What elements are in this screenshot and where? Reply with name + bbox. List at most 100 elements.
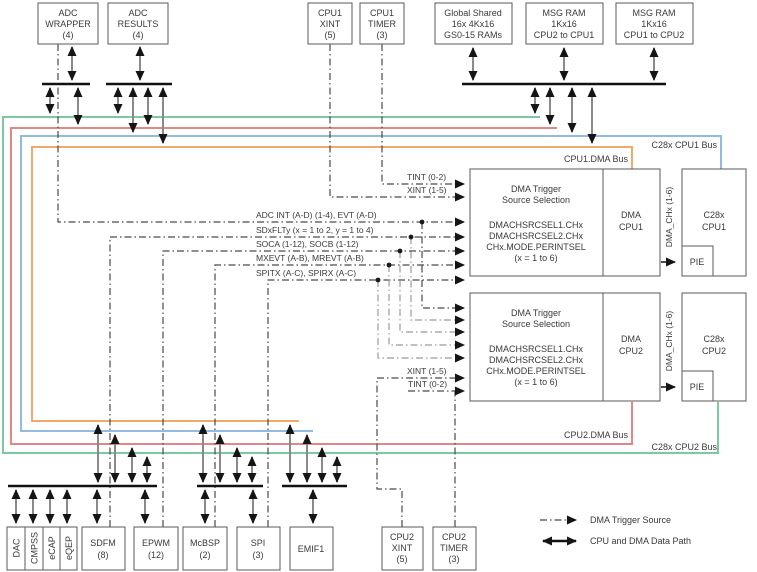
box-global-shared-line: 16x 4Kx16 — [452, 19, 495, 29]
trigger-line-xint-cpu1 — [329, 44, 465, 202]
data-path-arrows-bottom — [11, 424, 342, 524]
trigger-line-mcbsp — [214, 260, 465, 527]
label-soca: SOCA (1-12), SOCB (1-12) — [256, 239, 359, 249]
trigger-branch-spi-cpu2 — [377, 280, 465, 363]
dma-cpu1-label: DMA — [621, 210, 641, 220]
dma-cpu2-label: DMA — [621, 334, 641, 344]
box-adc-wrapper — [37, 2, 99, 45]
cpu1-dma-block: DMA Trigger Source Selection DMACHSRCSEL… — [469, 168, 747, 277]
box-cpu1-xint-line: (5) — [325, 30, 336, 40]
bus-c28x-cpu1 — [20, 135, 722, 432]
bus-cpu1-dma — [31, 146, 633, 422]
c28x-cpu1-label: CPU1 — [702, 222, 726, 232]
box-msg-ram-cpu1-to-cpu2 — [615, 2, 694, 45]
cpu2-xint-label: CPU2 — [390, 532, 414, 542]
trigger-line-tint-cpu2 — [454, 386, 465, 527]
box-cpu2-xint — [381, 526, 424, 571]
label-tint-cpu2: TINT (0-2) — [408, 379, 447, 389]
junction-dot — [375, 277, 381, 283]
trigger-line-adcint — [57, 44, 465, 227]
pie-cpu2-label: PIE — [690, 382, 705, 392]
epwm-label: EPWM — [142, 538, 170, 548]
box-epwm — [133, 526, 179, 571]
label-c28x-cpu1-bus: C28x CPU1 Bus — [651, 140, 717, 150]
mcbsp-label: McBSP — [190, 538, 220, 548]
dac-label: DAC — [12, 538, 22, 558]
label-xint-cpu1: XINT (1-5) — [407, 185, 447, 195]
trigger-line-spi — [267, 275, 465, 527]
spi-label: SPI — [251, 538, 266, 548]
junction-dot — [397, 248, 403, 254]
legend-datapath-label: CPU and DMA Data Path — [590, 536, 691, 546]
trigger-lines — [57, 44, 465, 527]
dma-register-cpu2: (x = 1 to 6) — [514, 377, 557, 387]
eqep-label: eQEP — [64, 536, 74, 560]
trigger-line-xint-cpu2 — [376, 373, 465, 527]
label-tint-cpu1: TINT (0-2) — [407, 172, 446, 182]
dma-chx-label-cpu2: DMA_CHx (1-6) — [664, 311, 674, 372]
box-msg-ram-cpu2-to-cpu1 — [525, 2, 604, 45]
box-adc-results-line: RESULTS — [118, 19, 159, 29]
dma-register-cpu2: DMACHSRCSEL1.CHx — [489, 344, 584, 354]
junction-dot — [386, 262, 392, 268]
emif1-label: EMIF1 — [298, 544, 325, 554]
label-mxevt: MXEVT (A-B), MREVT (A-B) — [256, 253, 364, 263]
box-msg-ram1-line: CPU2 to CPU1 — [534, 30, 595, 40]
cpu2-timer-label: CPU2 — [442, 532, 466, 542]
dma-register-cpu2: DMACHSRCSEL2.CHx — [489, 355, 584, 365]
box-global-shared-line: GS0-15 RAMs — [444, 30, 503, 40]
box-cpu1-timer-line: (3) — [377, 30, 388, 40]
box-dma-cpu2 — [602, 292, 661, 402]
box-cpu2-timer — [432, 526, 477, 571]
peripheral-boxes: DAC CMPSS eCAP eQEP SDFM (8) EPWM (12) M… — [6, 526, 477, 571]
dma-trigger-title-cpu1: DMA Trigger — [511, 184, 561, 194]
box-eqep — [59, 526, 78, 571]
box-msg-ram1-line: MSG RAM — [542, 8, 585, 18]
box-emif1 — [289, 526, 334, 571]
trigger-line-tint-cpu1 — [381, 44, 465, 189]
box-cpu1-xint-line: XINT — [320, 19, 341, 29]
label-adcint: ADC INT (A-D) (1-4), EVT (A-D) — [256, 210, 377, 220]
bus-c28x-cpu2 — [2, 116, 719, 454]
box-cpu1-xint — [307, 2, 353, 45]
box-dma-trigger-select-cpu2 — [469, 292, 604, 402]
label-xint-cpu2: XINT (1-5) — [407, 366, 447, 376]
box-pie-cpu2 — [681, 370, 714, 402]
data-path-arrows-top — [45, 46, 659, 144]
label-spitx: SPITX (A-C), SPIRX (A-C) — [256, 268, 356, 278]
box-dma-trigger-select-cpu1 — [469, 168, 604, 277]
legend-trigger-label: DMA Trigger Source — [590, 515, 671, 525]
cmpss-label: CMPSS — [30, 532, 40, 564]
box-adc-wrapper-line: ADC — [58, 8, 78, 18]
cpu2-xint-label: XINT — [392, 543, 413, 553]
c28x-cpu2-label: C28x — [703, 334, 725, 344]
dma-cpu1-label: CPU1 — [619, 222, 643, 232]
box-msg-ram2-line: CPU1 to CPU2 — [624, 30, 685, 40]
dma-trigger-title-cpu2: DMA Trigger — [511, 308, 561, 318]
dma-cpu2-label: CPU2 — [619, 346, 643, 356]
spi-label: (3) — [253, 550, 264, 560]
trigger-line-epwm — [162, 246, 465, 527]
box-sdfm — [81, 526, 126, 571]
pie-cpu1-label: PIE — [690, 257, 705, 267]
mcbsp-label: (2) — [200, 550, 211, 560]
box-cpu1-timer — [359, 2, 405, 45]
sdfm-label: SDFM — [90, 538, 116, 548]
dma-register-cpu1: DMACHSRCSEL2.CHx — [489, 231, 584, 241]
label-cpu1-dma-bus: CPU1.DMA Bus — [564, 154, 629, 164]
sdfm-label: (8) — [98, 550, 109, 560]
trigger-branch-sdfm-cpu2 — [410, 237, 465, 325]
box-dma-cpu1 — [602, 168, 661, 277]
c28x-cpu1-label: C28x — [703, 210, 725, 220]
box-global-shared-ram — [434, 2, 513, 45]
box-c28x-cpu2 — [681, 292, 747, 402]
bus-junction-bars — [8, 82, 666, 488]
box-adc-wrapper-line: WRAPPER — [45, 19, 91, 29]
box-msg-ram2-line: MSG RAM — [632, 8, 675, 18]
box-cpu1-xint-line: CPU1 — [318, 8, 342, 18]
epwm-label: (12) — [148, 550, 164, 560]
dma-trigger-title-cpu1: Source Selection — [502, 195, 570, 205]
box-cpu1-timer-line: TIMER — [368, 19, 396, 29]
label-cpu2-dma-bus: CPU2.DMA Bus — [564, 430, 629, 440]
